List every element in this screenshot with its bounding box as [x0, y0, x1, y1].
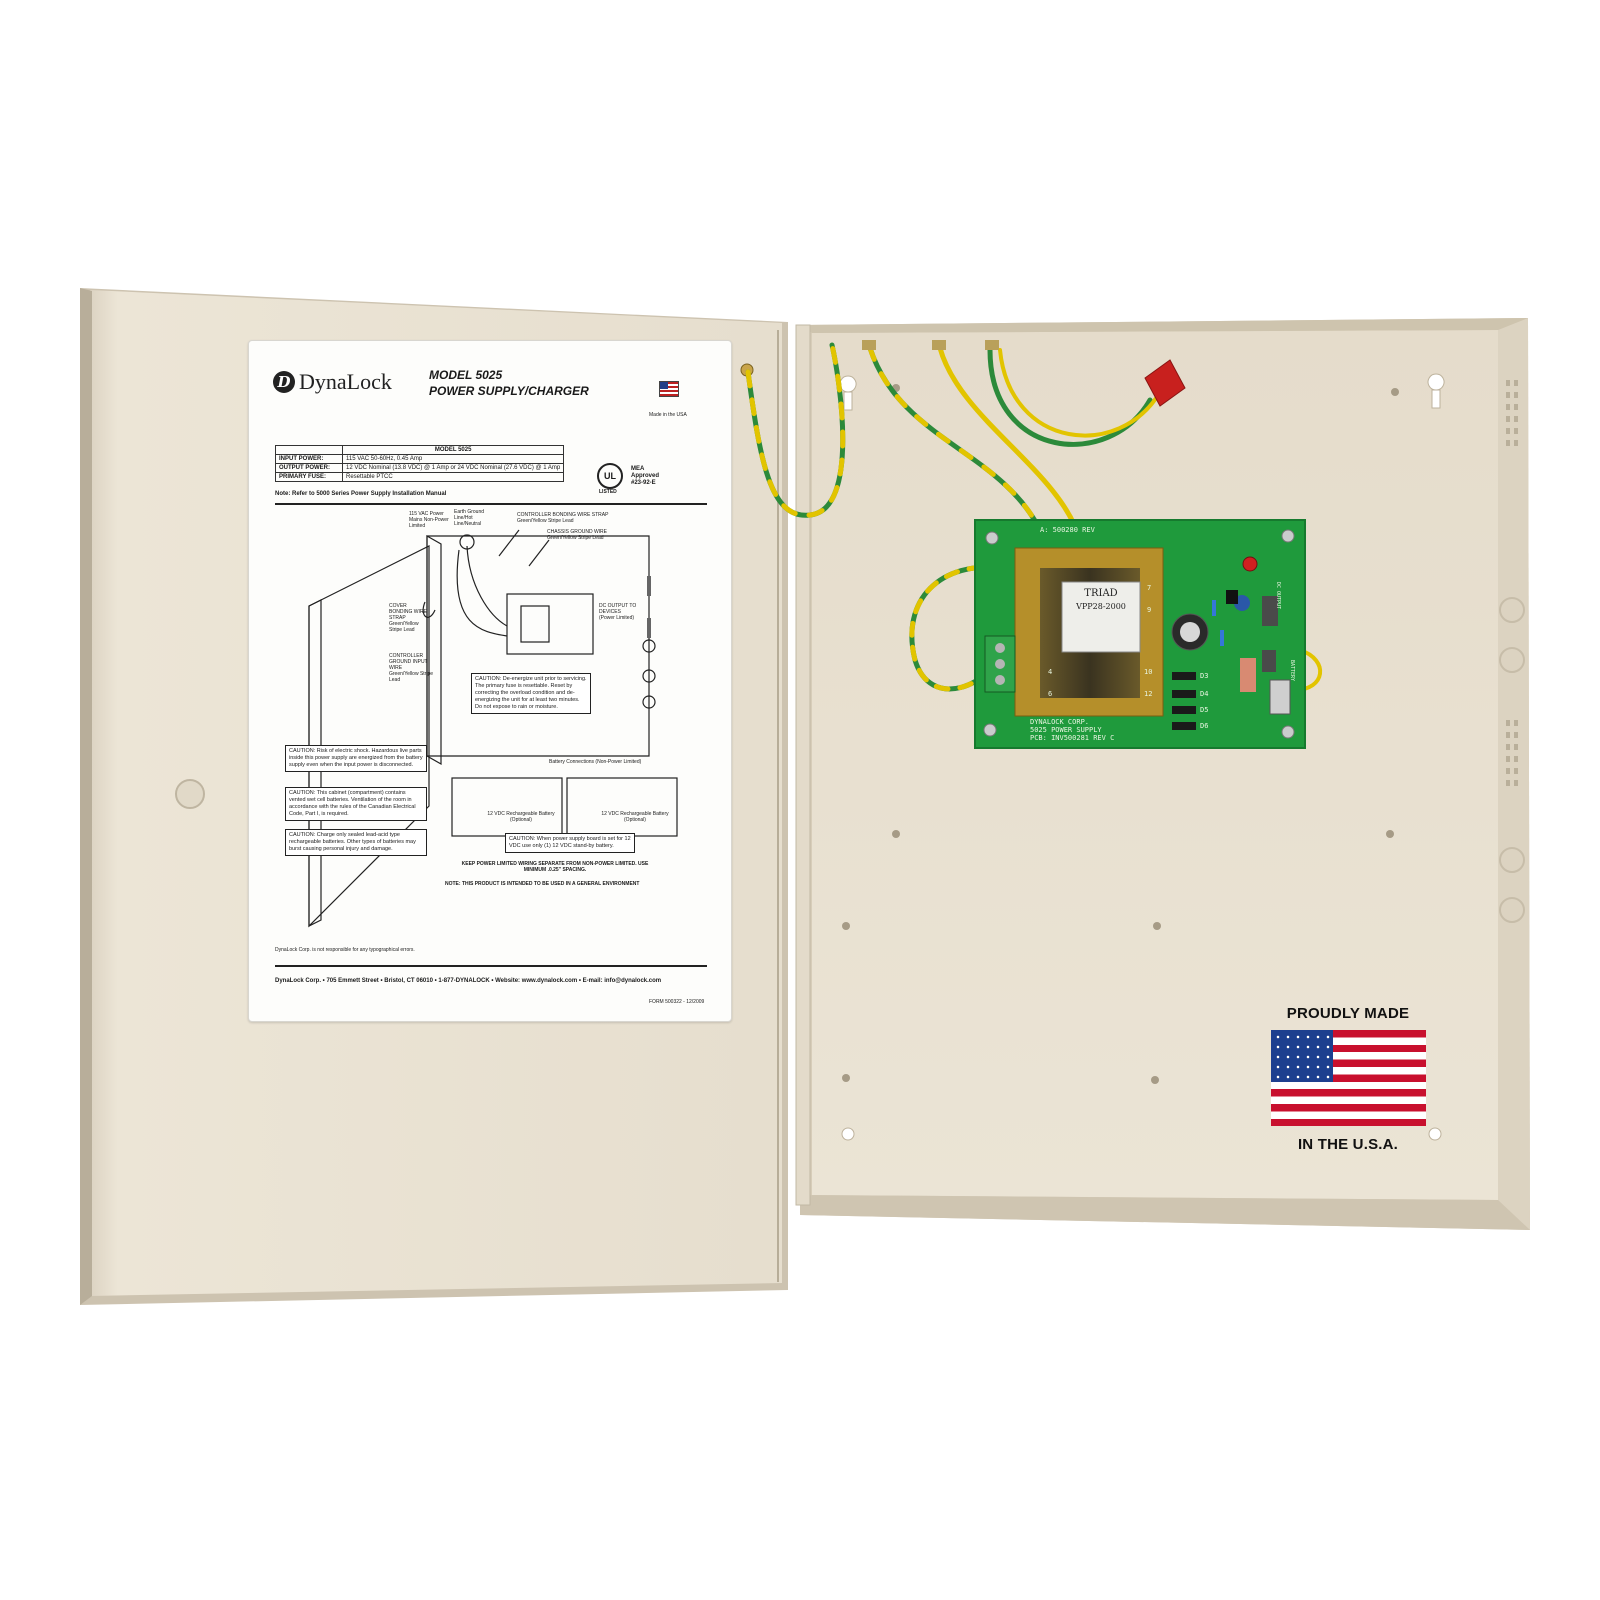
transformer [1014, 547, 1164, 717]
pcb-components [1172, 556, 1291, 730]
input-wire-yellow [998, 348, 1162, 438]
vent-slots [1506, 380, 1518, 786]
enclosure-box [795, 318, 1530, 1230]
capacitor [1171, 613, 1209, 651]
power-supply-pcb [974, 519, 1306, 749]
input-terminal-block [984, 635, 1016, 693]
controller-bond-wire [937, 345, 1083, 543]
keyhole-slots [839, 373, 1445, 411]
mounting-holes [841, 384, 1442, 1141]
enclosure-door [80, 288, 788, 1305]
side-knockouts [1499, 597, 1525, 923]
wire-nut [1144, 359, 1186, 407]
door-latch [175, 779, 205, 809]
